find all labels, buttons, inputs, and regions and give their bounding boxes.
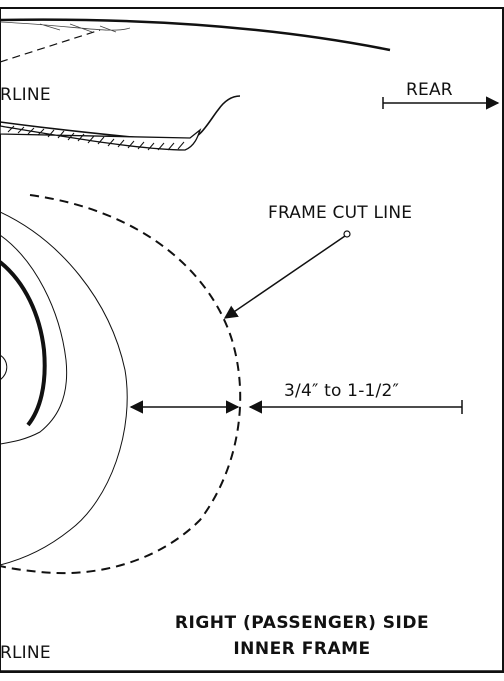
frame-rail-weld bbox=[0, 125, 202, 151]
inner-frame-arc-thick bbox=[0, 260, 47, 427]
rear-label: REAR bbox=[406, 80, 453, 100]
measurement-label: 3/4″ to 1-1/2″ bbox=[284, 381, 399, 401]
title-line-2: INNER FRAME bbox=[233, 639, 370, 659]
inner-frame-arc-mid bbox=[0, 234, 68, 445]
leader-origin-dot bbox=[343, 230, 351, 238]
body-panel-hatch bbox=[0, 21, 131, 33]
weld-hatching bbox=[7, 125, 185, 151]
centerline-label-bottom: RLINE bbox=[0, 643, 51, 663]
frame-cut-leader bbox=[223, 235, 346, 319]
title-line-1: RIGHT (PASSENGER) SIDE bbox=[175, 613, 429, 633]
inner-frame-arc-large bbox=[0, 211, 128, 566]
frame-cut-line bbox=[0, 194, 242, 575]
centerline-label-top: RLINE bbox=[0, 85, 51, 105]
diagram-border bbox=[0, 7, 504, 673]
body-panel-curve bbox=[0, 18, 391, 52]
inner-frame-hub bbox=[0, 354, 8, 381]
frame-cut-line-label: FRAME CUT LINE bbox=[268, 203, 412, 223]
centerline-dash-top bbox=[0, 29, 101, 63]
